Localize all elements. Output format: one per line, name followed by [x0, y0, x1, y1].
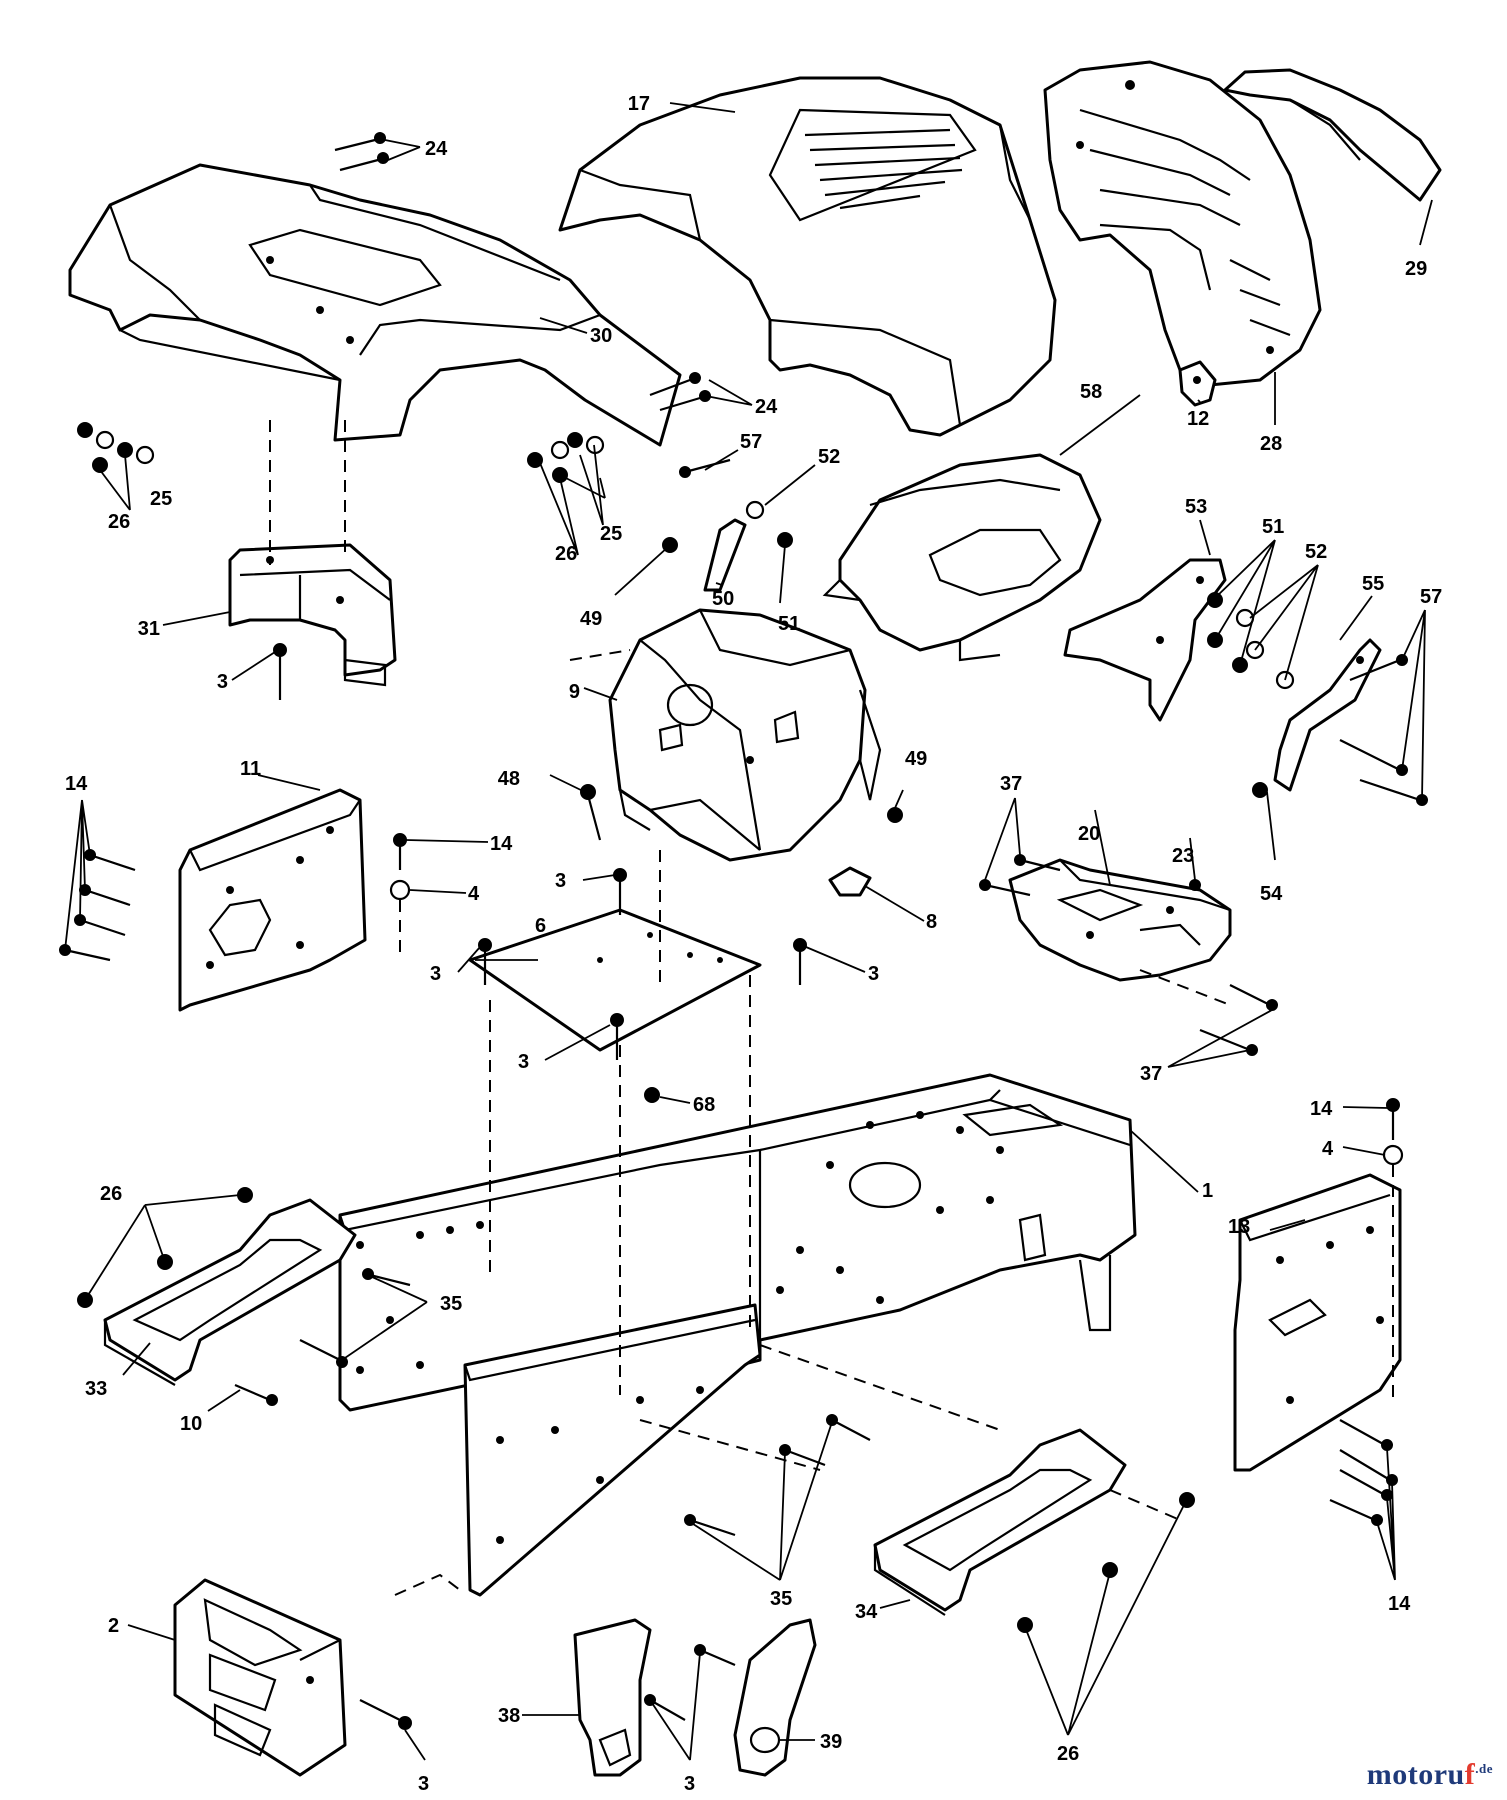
part-33-footrest-left — [103, 1198, 357, 1386]
callout-3-lower: 3 — [518, 1051, 529, 1073]
callout-53: 53 — [1185, 496, 1207, 518]
fasteners — [59, 132, 1428, 1730]
brand-name: motoruf — [1366, 1758, 1476, 1791]
part-38-bracket — [573, 1618, 652, 1777]
callout-58: 58 — [1080, 381, 1102, 403]
part-53-bracket — [1063, 558, 1227, 722]
part-17-hood — [558, 76, 1057, 437]
callout-30: 30 — [590, 325, 612, 347]
part-34-footrest-right — [873, 1428, 1127, 1616]
callout-13: 13 — [1228, 1216, 1250, 1238]
callout-2: 2 — [108, 1615, 119, 1637]
callout-28: 28 — [1260, 433, 1282, 455]
callout-3-rear: 3 — [217, 671, 228, 693]
callout-31: 31 — [138, 618, 160, 640]
callout-68: 68 — [693, 1094, 715, 1116]
callout-11: 11 — [240, 758, 261, 780]
callout-49-upper: 49 — [580, 608, 602, 630]
callout-52-right: 52 — [1305, 541, 1327, 563]
callout-26-left: 26 — [108, 511, 130, 533]
callout-26-footrest-left: 26 — [100, 1183, 122, 1205]
part-28-grille-frame — [1043, 60, 1322, 387]
callout-8: 8 — [926, 911, 937, 933]
callout-54: 54 — [1260, 883, 1283, 905]
part-39-bracket — [733, 1618, 817, 1777]
callout-4-left: 4 — [468, 883, 480, 905]
callout-23: 23 — [1172, 845, 1194, 867]
callout-labels: 17 24 29 30 12 28 24 58 57 52 25 26 25 2… — [65, 93, 1442, 1795]
callout-35-lower: 35 — [770, 1588, 792, 1610]
callout-48: 48 — [498, 768, 520, 790]
callout-37-upper: 37 — [1000, 773, 1022, 795]
part-31-fender-support — [228, 543, 397, 687]
callout-57-right: 57 — [1420, 586, 1442, 608]
brand-accent-letter: f — [1464, 1758, 1476, 1791]
part-30-rear-fender — [68, 163, 682, 447]
part-1-frame-lower-rail — [463, 1303, 762, 1597]
part-50-link — [703, 518, 747, 592]
callout-37-lower: 37 — [1140, 1063, 1162, 1085]
callout-51-left: 51 — [778, 613, 800, 635]
callout-29: 29 — [1405, 258, 1427, 280]
part-9-dash-panel — [608, 608, 882, 862]
callout-14-right-upper: 14 — [1310, 1098, 1333, 1120]
callout-55: 55 — [1362, 573, 1384, 595]
callout-3-left: 3 — [430, 963, 441, 985]
callout-leaders — [64, 102, 1433, 1761]
callout-50: 50 — [712, 588, 734, 610]
callout-10: 10 — [180, 1413, 202, 1435]
callout-3-right: 3 — [868, 963, 879, 985]
callout-14-mid: 14 — [490, 833, 513, 855]
callout-3-brackets: 3 — [684, 1773, 695, 1795]
callout-33: 33 — [85, 1378, 107, 1400]
callout-51-right: 51 — [1262, 516, 1284, 538]
callout-49-lower: 49 — [905, 748, 927, 770]
part-12-latch — [1178, 360, 1217, 407]
callout-57-left: 57 — [740, 431, 762, 453]
part-29-grille-cover — [1223, 68, 1442, 202]
part-6-floor-plate — [468, 908, 762, 1052]
callout-35-left: 35 — [440, 1293, 462, 1315]
callout-26-footrest-right: 26 — [1057, 1743, 1079, 1765]
callout-34: 34 — [855, 1601, 878, 1623]
callout-17: 17 — [628, 93, 650, 115]
callout-25-right: 25 — [600, 523, 622, 545]
part-2-front-plate — [173, 1578, 347, 1777]
part-58-cover-tray — [822, 453, 1102, 662]
callout-3-upper: 3 — [555, 870, 566, 892]
part-8-clip — [828, 866, 872, 897]
part-11-side-panel-left — [178, 788, 367, 1012]
callout-20: 20 — [1078, 823, 1100, 845]
brand-watermark: motoruf.de — [1367, 1758, 1493, 1792]
callout-52-left: 52 — [818, 446, 840, 468]
callout-14-right-lower: 14 — [1388, 1593, 1411, 1615]
callout-26-right: 26 — [555, 543, 577, 565]
assembly-guide-lines — [269, 420, 1394, 1596]
callout-12: 12 — [1187, 408, 1209, 430]
callout-6: 6 — [535, 915, 546, 937]
callout-14-left: 14 — [65, 773, 88, 795]
callout-3-front-plate: 3 — [418, 1773, 429, 1795]
callout-25-left: 25 — [150, 488, 172, 510]
callout-9: 9 — [569, 681, 580, 703]
callout-38: 38 — [498, 1705, 520, 1727]
callout-4-right: 4 — [1322, 1138, 1334, 1160]
part-13-side-panel-right — [1233, 1173, 1402, 1472]
brand-tld: .de — [1475, 1761, 1493, 1776]
callout-24-lower: 24 — [755, 396, 778, 418]
callout-39: 39 — [820, 1731, 842, 1753]
callout-24-upper: 24 — [425, 138, 448, 160]
part-20-pedal-plate — [1008, 858, 1232, 982]
callout-1: 1 — [1202, 1180, 1213, 1202]
